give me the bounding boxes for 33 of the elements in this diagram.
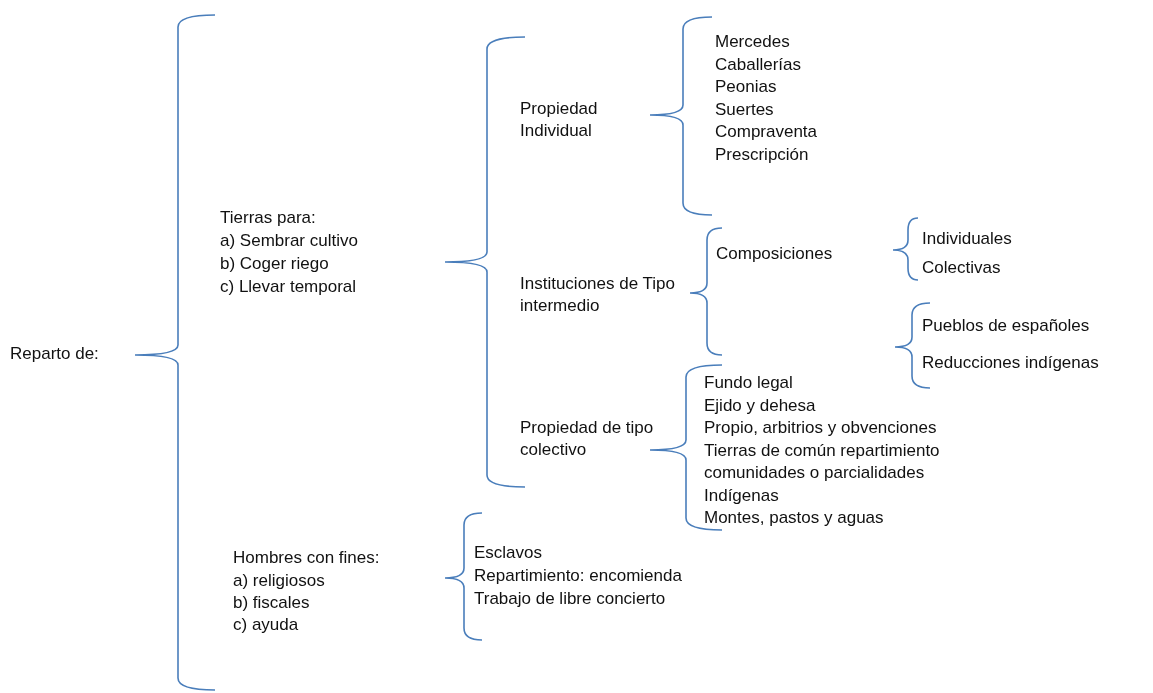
list-text: c) Llevar temporal <box>220 276 357 298</box>
list-text: Propio, arbitrios y obvenciones <box>704 417 937 439</box>
list-text: Montes, pastos y aguas <box>704 507 884 529</box>
list-text: Prescripción <box>715 143 809 166</box>
list-text: Trabajo de libre concierto <box>474 588 666 610</box>
list-text: b) fiscales <box>233 592 310 614</box>
list-text: Reparto de: <box>10 343 99 365</box>
list-text: Individuales <box>922 228 1012 250</box>
list-text: Caballerías <box>715 53 801 76</box>
list-text: Colectivas <box>922 257 1001 279</box>
list-text: Hombres con fines: <box>233 547 380 569</box>
list-text: Tierras para: <box>220 207 316 229</box>
list-text: Propiedad Individual <box>520 98 599 142</box>
list-text: Compraventa <box>715 121 818 143</box>
list-text: Instituciones de Tipo intermedio <box>520 273 676 317</box>
list-text: comunidades o parcialidades <box>704 462 925 484</box>
list-text: Mercedes <box>715 31 790 53</box>
list-text: Reducciones indígenas <box>922 352 1099 374</box>
list-text: Suertes <box>715 98 774 121</box>
list-text: Ejido y dehesa <box>704 394 816 417</box>
list-text: Propiedad de tipo colectivo <box>520 417 655 461</box>
list-text: c) ayuda <box>233 614 299 636</box>
list-text: b) Coger riego <box>220 253 329 275</box>
list-text: Tierras de común repartimiento <box>704 439 940 462</box>
list-text: a) Sembrar cultivo <box>220 230 358 252</box>
list-text: a) religiosos <box>233 570 325 592</box>
list-text: Pueblos de españoles <box>922 315 1090 337</box>
list-text: Fundo legal <box>704 372 793 394</box>
list-text: Repartimiento: encomienda <box>474 565 682 587</box>
list-text: Esclavos <box>474 542 543 564</box>
list-text: Composiciones <box>716 243 833 265</box>
list-text: Indígenas <box>704 484 779 507</box>
list-text: Peonias <box>715 76 777 98</box>
